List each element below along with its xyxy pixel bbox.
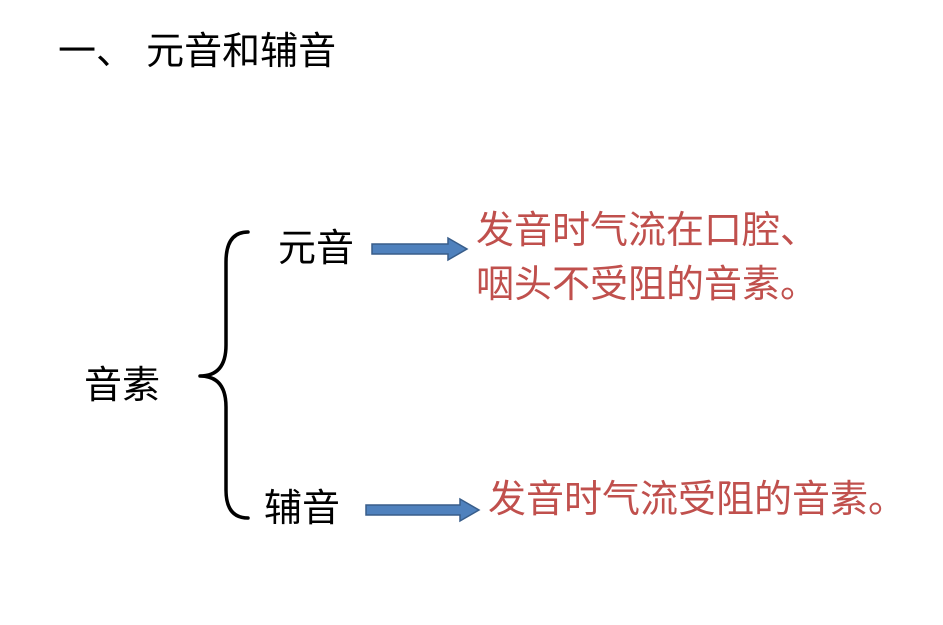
vowel-definition-line-1: 发音时气流在口腔、: [476, 208, 819, 252]
consonant-definition: 发音时气流受阻的音素。: [488, 477, 907, 521]
consonant-arrow-icon: [365, 497, 481, 523]
consonant-label: 辅音: [264, 486, 341, 530]
curly-brace-icon: [198, 230, 250, 520]
root-label: 音素: [84, 363, 161, 407]
vowel-label: 元音: [278, 226, 355, 270]
slide-title: 一、 元音和辅音: [58, 29, 337, 73]
vowel-definition-line-2: 咽头不受阻的音素。: [476, 262, 819, 306]
vowel-arrow-icon: [371, 236, 469, 262]
